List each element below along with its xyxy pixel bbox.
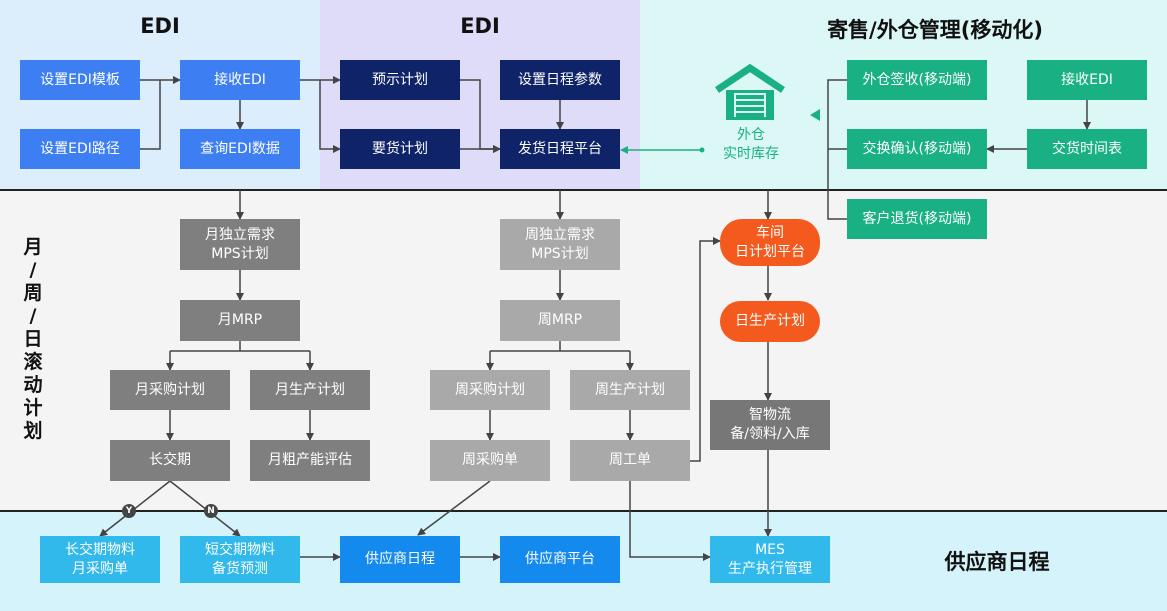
warehouse-icon xyxy=(715,64,785,120)
workshop-daily-platform-box[interactable]: 车间 日计划平台 xyxy=(720,219,820,266)
smart-logistics-box[interactable]: 智物流 备/领料/入库 xyxy=(710,400,830,450)
mes-box[interactable]: MES 生产执行管理 xyxy=(710,536,830,583)
monthly-mps-box[interactable]: 月独立需求 MPS计划 xyxy=(180,219,300,270)
rolling-plan-title: 月 / 周 / 日 滚 动 计 划 xyxy=(23,236,43,442)
consign-receive-edi-box[interactable]: 接收EDI xyxy=(1027,60,1147,100)
supplier-platform-box[interactable]: 供应商平台 xyxy=(500,536,620,583)
customer-return-mobile-box[interactable]: 客户退货(移动端) xyxy=(847,199,987,239)
long-lead-monthly-order-box[interactable]: 长交期物料 月采购单 xyxy=(40,536,160,583)
delivery-timetable-box[interactable]: 交货时间表 xyxy=(1027,129,1147,169)
edi-left-title: EDI xyxy=(140,14,180,38)
supplier-schedule-box[interactable]: 供应商日程 xyxy=(340,536,460,583)
receive-edi-box[interactable]: 接收EDI xyxy=(180,60,300,100)
set-edi-path-box[interactable]: 设置EDI路径 xyxy=(20,129,140,169)
monthly-purchase-plan-box[interactable]: 月采购计划 xyxy=(110,370,230,410)
set-edi-template-box[interactable]: 设置EDI模板 xyxy=(20,60,140,100)
weekly-purchase-order-box[interactable]: 周采购单 xyxy=(430,440,550,481)
warehouse-sign-mobile-box[interactable]: 外仓签收(移动端) xyxy=(847,60,987,100)
query-edi-data-box[interactable]: 查询EDI数据 xyxy=(180,129,300,169)
ship-schedule-platform-box[interactable]: 发货日程平台 xyxy=(500,129,620,169)
yes-badge: Y xyxy=(122,504,136,518)
weekly-purchase-plan-box[interactable]: 周采购计划 xyxy=(430,370,550,410)
weekly-mps-box[interactable]: 周独立需求 MPS计划 xyxy=(500,219,620,270)
monthly-capacity-box[interactable]: 月粗产能评估 xyxy=(250,440,370,481)
no-badge: N xyxy=(204,504,218,518)
exchange-confirm-mobile-box[interactable]: 交换确认(移动端) xyxy=(847,129,987,169)
consign-title: 寄售/外仓管理(移动化) xyxy=(827,18,1043,42)
edi-mid-title: EDI xyxy=(460,14,500,38)
long-lead-box[interactable]: 长交期 xyxy=(110,440,230,481)
daily-production-plan-box[interactable]: 日生产计划 xyxy=(720,301,820,342)
weekly-mrp-box[interactable]: 周MRP xyxy=(500,300,620,341)
forecast-plan-box[interactable]: 预示计划 xyxy=(340,60,460,100)
set-schedule-params-box[interactable]: 设置日程参数 xyxy=(500,60,620,100)
weekly-production-plan-box[interactable]: 周生产计划 xyxy=(570,370,690,410)
monthly-production-plan-box[interactable]: 月生产计划 xyxy=(250,370,370,410)
monthly-mrp-box[interactable]: 月MRP xyxy=(180,300,300,341)
weekly-work-order-box[interactable]: 周工单 xyxy=(570,440,690,481)
supplier-title: 供应商日程 xyxy=(944,550,1050,574)
warehouse-stock-label: 外仓 实时库存 xyxy=(723,127,779,162)
short-lead-forecast-box[interactable]: 短交期物料 备货预测 xyxy=(180,536,300,583)
demand-plan-box[interactable]: 要货计划 xyxy=(340,129,460,169)
